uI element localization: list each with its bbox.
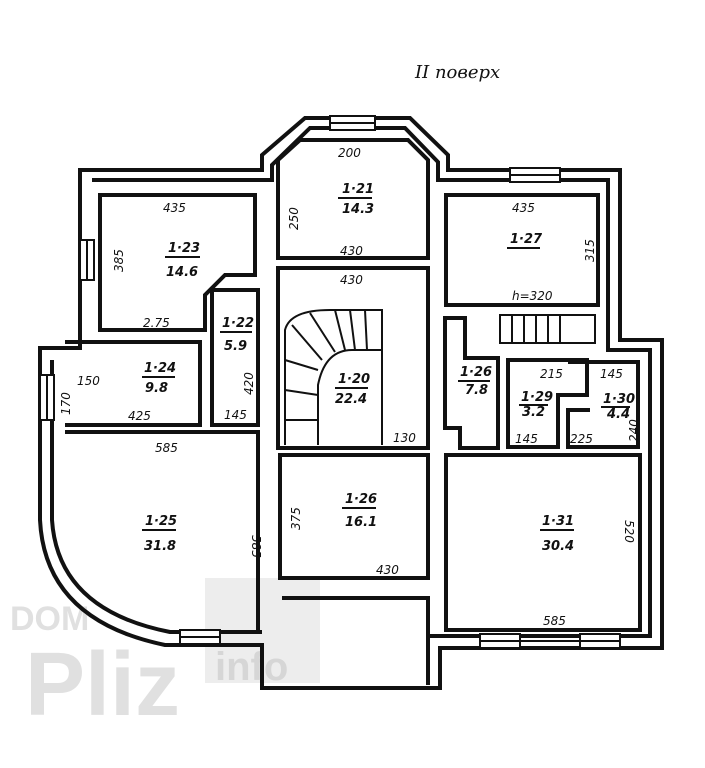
room-id: 1·24 [144, 361, 176, 376]
dimension-label: 250 [287, 207, 301, 230]
dimension-label: 430 [340, 244, 363, 258]
room-area: 16.1 [345, 515, 377, 530]
dimension-label: 430 [340, 273, 363, 287]
dimension-label: 215 [540, 367, 563, 381]
dimension-label: 200 [338, 146, 361, 160]
dimension-label: 315 [583, 239, 597, 262]
outer-walls [38, 116, 664, 690]
room-id: 1·31 [542, 514, 574, 529]
room-area: 7.8 [465, 383, 488, 398]
room-id: 1·21 [342, 182, 374, 197]
room-area: 5.9 [224, 339, 247, 354]
dimension-label: h=320 [512, 289, 553, 303]
dimension-label: 2.75 [143, 316, 170, 330]
dimension-label: 435 [512, 201, 535, 215]
room-area: 3.2 [522, 405, 545, 420]
room-area: 30.4 [542, 539, 574, 554]
room-area: 22.4 [335, 392, 367, 407]
dimension-label: 375 [289, 507, 303, 530]
dimension-label: 420 [242, 372, 256, 395]
room-area: 31.8 [144, 539, 176, 554]
dimension-label: 170 [59, 392, 73, 415]
dimension-label: 240 [627, 419, 641, 442]
dimension-label: 145 [600, 367, 623, 381]
room-id: 1·26 [460, 365, 492, 380]
room-area: 14.3 [342, 202, 374, 217]
watermark: DOM Pliz info [10, 578, 320, 735]
room-id: 1·25 [145, 514, 177, 529]
floor-title: II поверх [414, 62, 500, 83]
dimension-label: info [215, 645, 288, 689]
room-id: 1·26 [345, 492, 377, 507]
dimension-label: 435 [163, 201, 186, 215]
dimension-label: 225 [570, 432, 593, 446]
dimension-label: 385 [112, 249, 126, 272]
room-id: 1·29 [521, 390, 553, 405]
room-id: 1·20 [338, 372, 370, 387]
room-id: 1·30 [603, 392, 635, 407]
dimension-label: 585 [155, 441, 178, 455]
room-area: 9.8 [145, 381, 168, 396]
dimension-label: 150 [77, 374, 100, 388]
dimension-labels: 200 250 430 430 435 385 2.75 435 315 h=3… [59, 146, 641, 628]
dimension-label: 130 [393, 431, 416, 445]
dimension-label: 520 [622, 520, 636, 543]
spiral-staircase [284, 309, 383, 445]
dimension-label: 145 [224, 408, 247, 422]
inner-walls [65, 138, 642, 685]
room-id: 1·27 [510, 232, 543, 247]
room-id: 1·22 [222, 316, 254, 331]
room-area: 4.4 [606, 407, 630, 422]
dimension-label: 585 [543, 614, 566, 628]
dimension-label: 430 [376, 563, 399, 577]
room-area: 14.6 [166, 265, 198, 280]
dimension-label: Pliz [25, 635, 180, 735]
windows [39, 115, 621, 649]
dimension-label: 425 [128, 409, 151, 423]
dimension-label: 585 [249, 535, 263, 558]
dimension-label: 145 [515, 432, 538, 446]
room-id: 1·23 [168, 241, 200, 256]
room-labels: 1·21 14.3 1·23 14.6 1·27 1·22 5.9 1·24 9… [142, 182, 635, 554]
